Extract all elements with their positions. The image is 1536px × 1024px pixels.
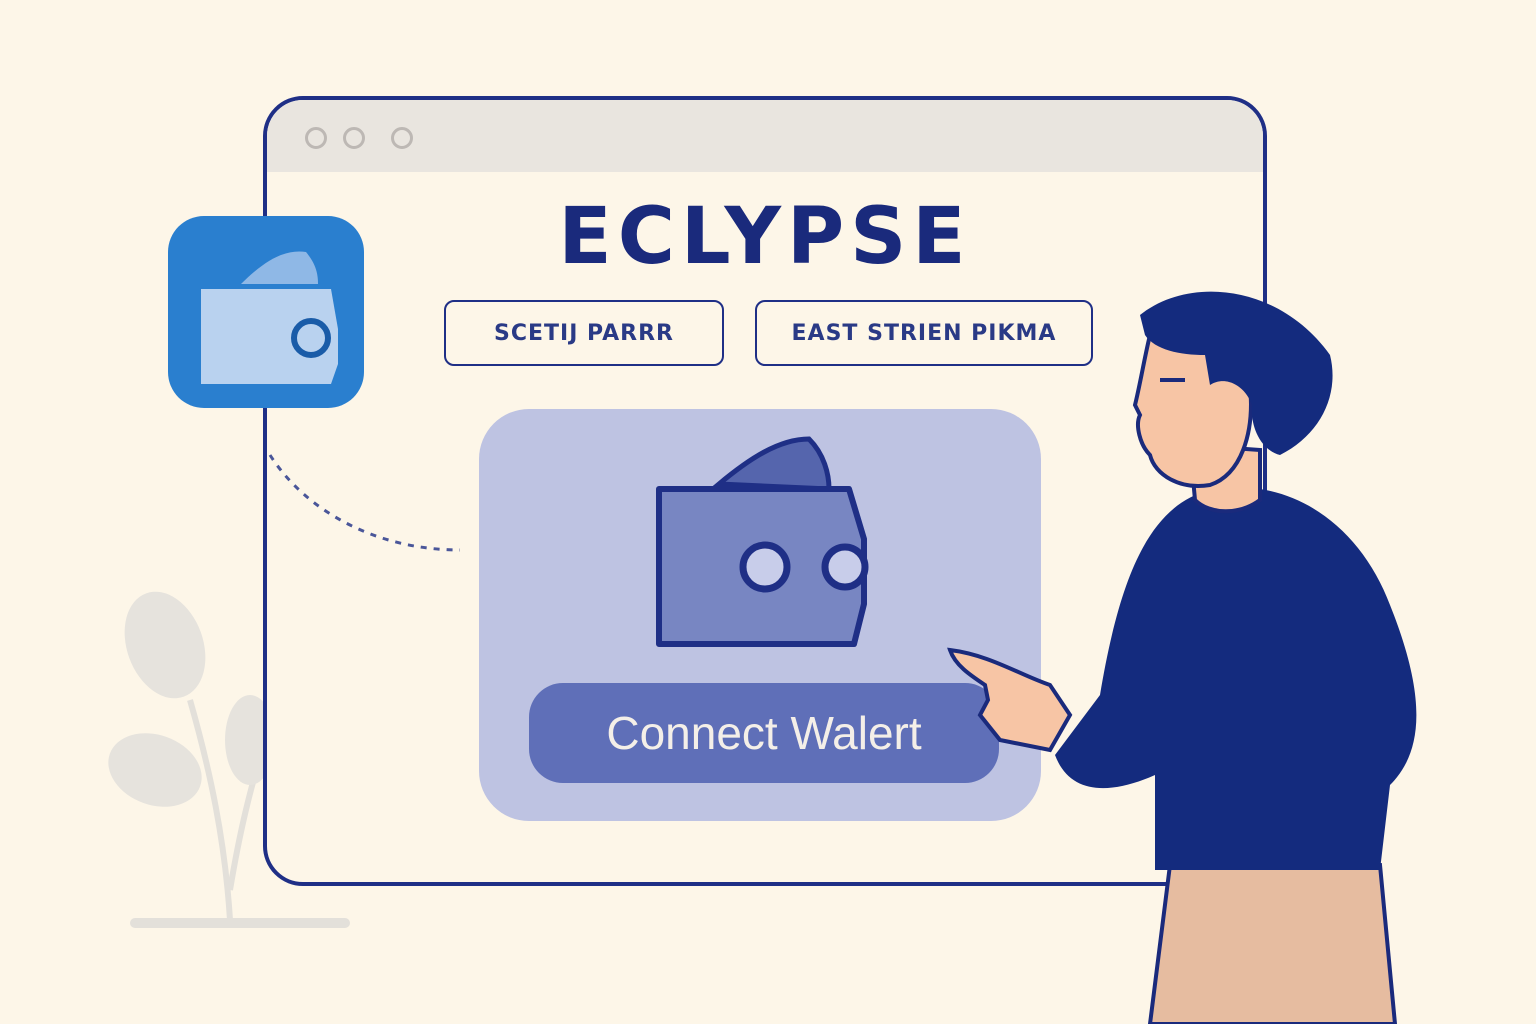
nav-button-2[interactable]: EAST STRIEN PIKMA xyxy=(755,300,1093,366)
browser-window: ECLYPSE SCETIJ PARRR EAST STRIEN PIKMA C… xyxy=(263,96,1267,886)
wallet-icon xyxy=(656,436,869,647)
wallet-icon xyxy=(201,251,338,384)
connect-wallet-button[interactable]: Connect Walert xyxy=(529,683,999,783)
window-control-minimize[interactable] xyxy=(343,127,365,149)
dashed-connector xyxy=(268,454,461,552)
window-control-maximize[interactable] xyxy=(391,127,413,149)
window-control-close[interactable] xyxy=(305,127,327,149)
plant-decoration xyxy=(108,591,350,928)
connect-wallet-card: Connect Walert xyxy=(479,409,1041,821)
browser-titlebar xyxy=(267,100,1263,172)
wallet-app-icon[interactable] xyxy=(168,216,364,408)
person-illustration xyxy=(947,291,1417,1024)
brand-title: ECLYPSE xyxy=(558,192,972,282)
nav-button-1[interactable]: SCETIJ PARRR xyxy=(444,300,724,366)
